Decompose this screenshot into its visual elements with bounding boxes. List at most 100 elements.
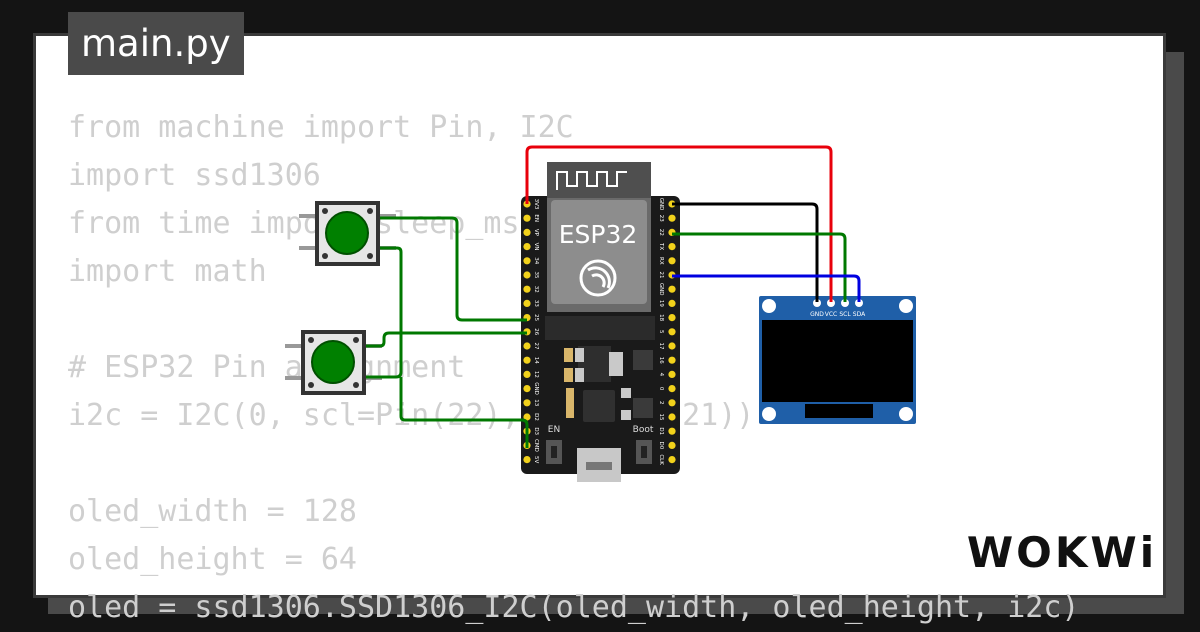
chip-label: ESP32	[559, 220, 638, 249]
pin-label: TX	[658, 242, 664, 250]
pin-13[interactable]	[523, 399, 531, 407]
pin-label: 18	[658, 314, 664, 321]
oled-screen	[762, 320, 913, 402]
oled-pin-label: GND	[810, 311, 824, 318]
pin-14[interactable]	[523, 356, 531, 364]
pin-label: 34	[533, 257, 539, 264]
wire-scl[interactable]	[672, 232, 847, 302]
pin-16[interactable]	[668, 356, 676, 364]
espressif-logo-icon	[579, 259, 617, 297]
pin-label: VN	[533, 243, 539, 251]
code-line: oled_height = 64	[68, 542, 357, 577]
pin-label: 12	[533, 371, 539, 378]
pin-gnd[interactable]	[523, 385, 531, 393]
pin-label: GND	[658, 198, 664, 211]
pin-12[interactable]	[523, 370, 531, 378]
pin-5[interactable]	[668, 328, 676, 336]
pin-15[interactable]	[668, 413, 676, 421]
pin-label: CLK	[658, 454, 664, 465]
pin-label: 32	[533, 286, 539, 293]
code-line: from machine import Pin, I2C	[68, 110, 574, 145]
wire-button-2[interactable]	[366, 331, 527, 348]
pin-d1[interactable]	[668, 427, 676, 435]
pin-label: 16	[658, 357, 664, 364]
pin-label: 25	[533, 314, 539, 321]
push-button-2[interactable]	[285, 330, 382, 395]
pin-label: 21	[658, 272, 664, 279]
pin-label: 13	[533, 399, 539, 406]
code-editor[interactable]: from machine import Pin, I2C import ssd13…	[68, 104, 1079, 632]
code-line: oled = ssd1306.SSD1306_I2C(oled_width, o…	[68, 590, 1080, 625]
wires	[366, 145, 861, 448]
pin-d2[interactable]	[523, 413, 531, 421]
wire-vcc[interactable]	[525, 145, 833, 302]
pin-label: GND	[658, 283, 664, 296]
pin-label: 17	[658, 343, 664, 350]
oled-pin-scl[interactable]	[841, 299, 849, 307]
oled-pin-sda[interactable]	[855, 299, 863, 307]
pin-label: 26	[533, 328, 539, 335]
pin-tx[interactable]	[668, 243, 676, 251]
pin-23[interactable]	[668, 214, 676, 222]
pin-vp[interactable]	[523, 228, 531, 236]
pin-label: 22	[658, 229, 664, 236]
pin-label: 27	[533, 343, 539, 350]
pin-clk[interactable]	[668, 456, 676, 464]
pin-label: 5V	[533, 456, 539, 463]
pin-gnd[interactable]	[668, 285, 676, 293]
pin-5v[interactable]	[523, 456, 531, 464]
pin-label: CMD	[533, 439, 539, 452]
pin-27[interactable]	[523, 342, 531, 350]
antenna-icon	[556, 171, 627, 190]
push-button-1[interactable]	[299, 201, 396, 266]
esp32-board[interactable]: ESP32 EN Boot 3V3ENVPVN34353233252627141…	[521, 162, 680, 482]
code-line: import math	[68, 254, 267, 289]
pin-18[interactable]	[668, 314, 676, 322]
pin-label: 15	[658, 414, 664, 421]
pin-label: 23	[658, 215, 664, 222]
pin-label: 3V3	[533, 199, 539, 210]
pin-19[interactable]	[668, 299, 676, 307]
pin-2[interactable]	[668, 399, 676, 407]
oled-pin-vcc[interactable]	[827, 299, 835, 307]
pin-label: 35	[533, 272, 539, 279]
pin-d0[interactable]	[668, 441, 676, 449]
oled-pin-label: SDA	[853, 311, 866, 318]
pin-label: D2	[533, 413, 539, 421]
pin-label: 2	[658, 401, 664, 405]
pin-34[interactable]	[523, 257, 531, 265]
wire-gnd[interactable]	[672, 202, 819, 302]
pin-label: VP	[533, 229, 539, 237]
file-tab[interactable]: main.py	[68, 12, 244, 75]
en-label: EN	[548, 425, 560, 435]
pin-en[interactable]	[523, 214, 531, 222]
wire-button-ground[interactable]	[366, 246, 529, 448]
pin-label: 4	[658, 373, 664, 377]
code-line: import ssd1306	[68, 158, 321, 193]
code-line: oled_width = 128	[68, 494, 357, 529]
wokwi-logo: WOKWi	[967, 528, 1157, 577]
wire-sda[interactable]	[672, 274, 861, 302]
pin-0[interactable]	[668, 385, 676, 393]
pin-label: 14	[533, 357, 539, 364]
pin-4[interactable]	[668, 370, 676, 378]
pin-rx[interactable]	[668, 257, 676, 265]
pin-label: 19	[658, 300, 664, 307]
pin-33[interactable]	[523, 299, 531, 307]
pin-17[interactable]	[668, 342, 676, 350]
pin-35[interactable]	[523, 271, 531, 279]
pin-label: RX	[658, 257, 664, 265]
pin-label: EN	[533, 214, 539, 222]
oled-pin-label: SCL	[839, 311, 851, 318]
boot-label: Boot	[633, 425, 654, 435]
pin-vn[interactable]	[523, 243, 531, 251]
oled-pin-gnd[interactable]	[813, 299, 821, 307]
wire-button-1[interactable]	[380, 216, 527, 322]
pin-32[interactable]	[523, 285, 531, 293]
pin-label: D3	[533, 427, 539, 435]
pin-label: 5	[658, 330, 664, 334]
